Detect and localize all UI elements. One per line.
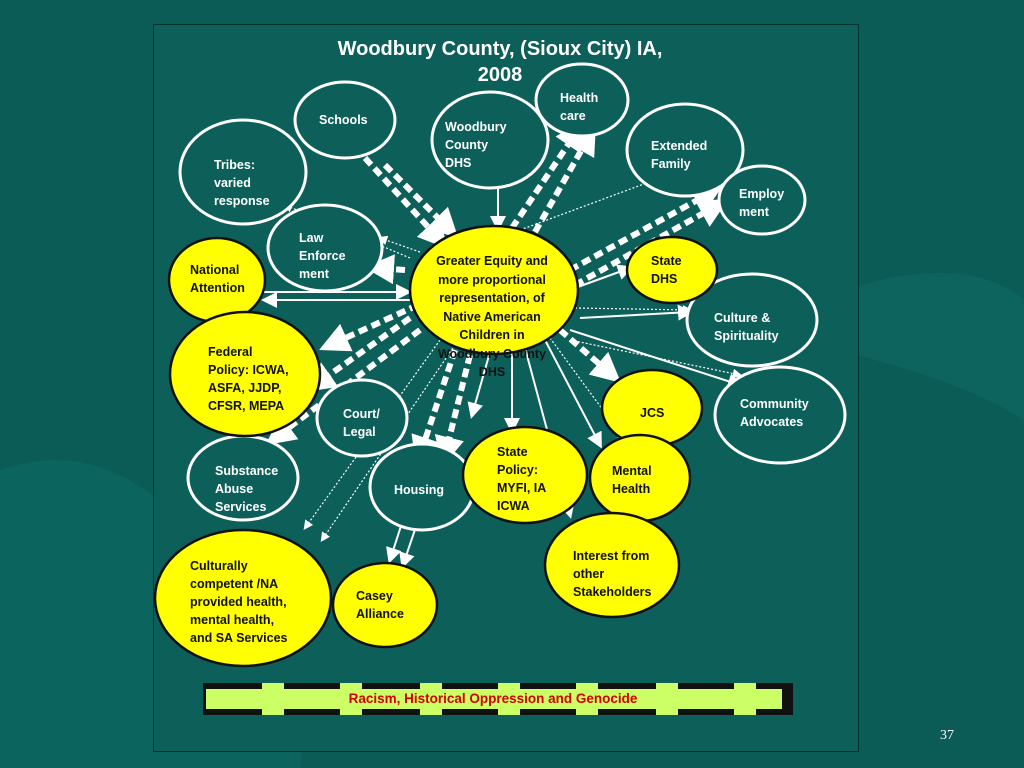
label-national-attention: National Attention bbox=[190, 263, 245, 295]
node-employment bbox=[717, 164, 807, 236]
node-health-care bbox=[534, 62, 630, 138]
node-woodbury-dhs bbox=[430, 90, 550, 190]
label-state-dhs: State DHS bbox=[651, 254, 682, 286]
label-substance-abuse: Substance Abuse Services bbox=[215, 464, 279, 514]
node-schools bbox=[293, 80, 397, 160]
label-extended-family: Extended Family bbox=[651, 139, 708, 171]
banner-text: Racism, Historical Oppression and Genoci… bbox=[348, 691, 638, 706]
label-jcs: JCS bbox=[640, 406, 665, 420]
node-state-dhs bbox=[625, 235, 719, 305]
node-extended-family bbox=[625, 102, 745, 198]
label-culture: Culture & Spirituality bbox=[714, 311, 779, 343]
racism-banner bbox=[203, 683, 793, 715]
node-culture bbox=[685, 272, 819, 368]
node-culturally-competent bbox=[153, 528, 333, 668]
node-law-enforcement bbox=[266, 203, 384, 293]
node-casey-alliance bbox=[331, 561, 439, 649]
thick-dashed-arrows bbox=[265, 120, 729, 467]
yellow-nodes bbox=[153, 224, 719, 668]
label-woodbury-dhs: Woodbury County DHS bbox=[445, 120, 507, 170]
node-federal-policy bbox=[168, 310, 322, 438]
label-housing: Housing bbox=[394, 483, 444, 497]
label-culturally-competent: Culturally competent /NA provided health… bbox=[190, 559, 288, 645]
label-casey-alliance: Casey Alliance bbox=[356, 589, 404, 621]
node-tribes bbox=[178, 118, 308, 226]
outline-nodes bbox=[178, 62, 847, 532]
label-community-advocates: Community Advocates bbox=[740, 397, 809, 429]
node-community-advocates bbox=[713, 365, 847, 465]
node-center bbox=[408, 224, 580, 356]
center-goal-label: Greater Equity and more proportional rep… bbox=[436, 254, 548, 379]
label-mental-health: Mental Health bbox=[612, 464, 652, 496]
label-employment: Employ ment bbox=[739, 187, 785, 219]
label-court-legal: Court/ Legal bbox=[343, 407, 380, 439]
slide-title: Woodbury County, (Sioux City) IA, 2008 bbox=[337, 38, 663, 86]
label-tribes: Tribes: varied response bbox=[214, 158, 270, 208]
label-health-care: Health care bbox=[560, 91, 599, 123]
page-number: 37 bbox=[940, 728, 954, 743]
node-court-legal bbox=[315, 378, 409, 458]
node-state-policy bbox=[461, 425, 589, 525]
label-state-policy: State Policy: MYFI, IA ICWA bbox=[497, 445, 547, 513]
label-federal-policy: Federal Policy: ICWA, ASFA, JJDP, CFSR, … bbox=[208, 345, 289, 413]
label-schools: Schools bbox=[319, 113, 368, 127]
label-interest-stakeholders: Interest from other Stakeholders bbox=[573, 549, 652, 599]
node-interest-stakeholders bbox=[543, 511, 681, 619]
label-law-enforcement: Law Enforce ment bbox=[299, 231, 346, 281]
